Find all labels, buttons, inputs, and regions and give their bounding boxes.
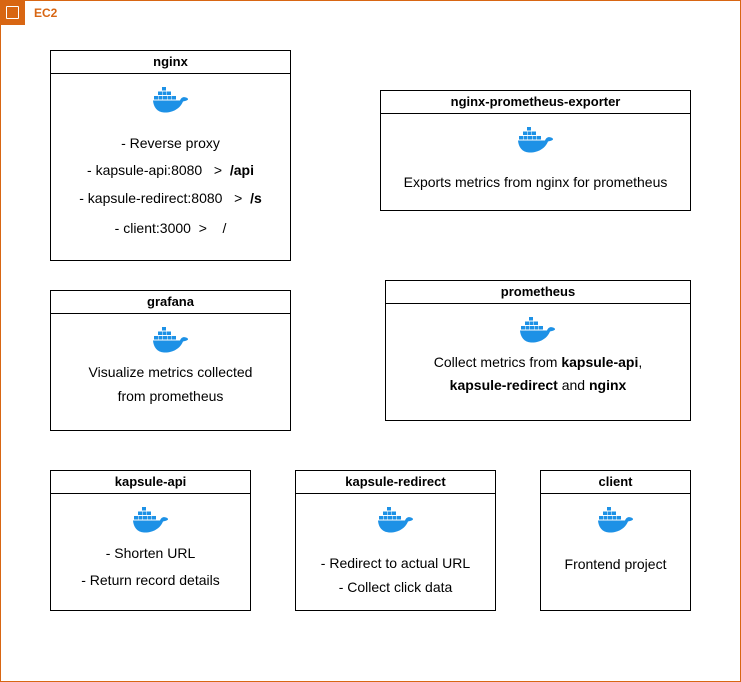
- nginx-route-redirect: - kapsule-redirect:8080 > /s: [79, 190, 262, 206]
- prometheus-title: prometheus: [386, 281, 690, 304]
- nginx-prometheus-exporter-container[interactable]: nginx-prometheus-exporter Exports metric…: [380, 90, 691, 211]
- nginx-line: - Reverse proxy: [121, 135, 220, 151]
- client-description: Frontend project: [564, 556, 667, 572]
- kapsule-redirect-title: kapsule-redirect: [296, 471, 495, 494]
- kapsule-redirect-container[interactable]: kapsule-redirect - Redirect to actual UR…: [295, 470, 496, 611]
- exporter-title: nginx-prometheus-exporter: [381, 91, 690, 114]
- nginx-title: nginx: [51, 51, 290, 74]
- grafana-description-1: Visualize metrics collected: [88, 364, 253, 380]
- docker-icon: [518, 127, 554, 153]
- client-container[interactable]: client Frontend project: [540, 470, 691, 611]
- nginx-route-api: - kapsule-api:8080 > /api: [87, 162, 254, 178]
- exporter-description: Exports metrics from nginx for prometheu…: [403, 174, 668, 190]
- grafana-container[interactable]: grafana Visualize metrics collected from…: [50, 290, 291, 431]
- prometheus-description-1: Collect metrics from kapsule-api,: [433, 354, 643, 370]
- grafana-description-2: from prometheus: [117, 388, 224, 404]
- docker-icon: [153, 327, 189, 353]
- docker-icon: [598, 507, 634, 533]
- docker-icon: [378, 507, 414, 533]
- grafana-title: grafana: [51, 291, 290, 314]
- client-title: client: [541, 471, 690, 494]
- ec2-label: EC2: [34, 6, 58, 20]
- docker-icon: [520, 317, 556, 343]
- kapsule-redirect-description-2: - Collect click data: [338, 579, 453, 595]
- kapsule-api-container[interactable]: kapsule-api - Shorten URL - Return recor…: [50, 470, 251, 611]
- prometheus-description-2: kapsule-redirect and nginx: [449, 377, 627, 393]
- kapsule-redirect-description-1: - Redirect to actual URL: [320, 555, 471, 571]
- kapsule-api-description-1: - Shorten URL: [105, 545, 196, 561]
- kapsule-api-description-2: - Return record details: [81, 572, 220, 588]
- docker-icon: [133, 507, 169, 533]
- kapsule-api-title: kapsule-api: [51, 471, 250, 494]
- docker-icon: [153, 87, 189, 113]
- nginx-container[interactable]: nginx - Reverse proxy - kapsule-api:8080…: [50, 50, 291, 261]
- prometheus-container[interactable]: prometheus Collect metrics from kapsule-…: [385, 280, 691, 421]
- nginx-route-client: - client:3000 > /: [114, 220, 227, 236]
- ec2-icon: [0, 0, 25, 25]
